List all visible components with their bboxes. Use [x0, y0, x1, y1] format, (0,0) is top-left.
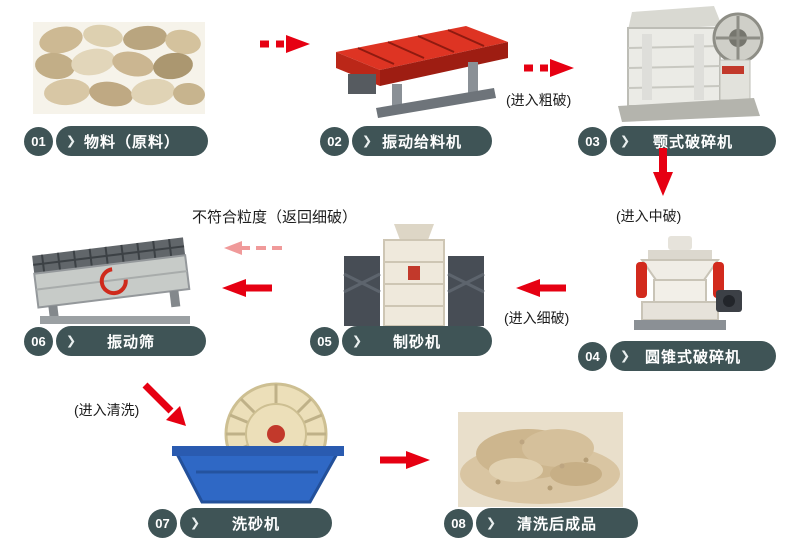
step-label: ❯ 圆锥式破碎机 — [610, 341, 776, 371]
step-label-text: 物料（原料） — [83, 133, 180, 151]
chevron-icon: ❯ — [66, 333, 78, 348]
chevron-icon: ❯ — [620, 348, 632, 363]
step-label: ❯ 振动筛 — [56, 326, 206, 356]
chevron-icon: ❯ — [486, 515, 498, 530]
station-vibrating-feeder: 02 ❯ 振动给料机 — [318, 18, 518, 158]
vibrating-screen-image — [22, 228, 208, 330]
washed-finished-product-image — [458, 412, 623, 507]
step-label: ❯ 洗砂机 — [180, 508, 332, 538]
sand-washer-image — [168, 378, 358, 510]
step-tag-raw-material: 01 ❯ 物料（原料） — [24, 126, 208, 156]
chevron-icon: ❯ — [190, 515, 202, 530]
annotation-return-not-qualified: 不符合粒度（返回细破） — [192, 209, 358, 226]
step-label: ❯ 振动给料机 — [352, 126, 492, 156]
station-cone-crusher: 04 ❯ 圆锥式破碎机 — [578, 232, 776, 374]
step-label-text: 颚式破碎机 — [652, 133, 733, 151]
annotation-enter-fine-crushing: (进入细破) — [504, 310, 570, 326]
step-tag-finished-product: 08 ❯ 清洗后成品 — [444, 508, 638, 538]
arrow-sandmaker-to-screen-icon — [220, 278, 274, 298]
step-label: ❯ 清洗后成品 — [476, 508, 638, 538]
arrow-cone-to-sandmaker-icon — [514, 278, 568, 298]
step-label-text: 振动给料机 — [381, 133, 462, 151]
cone-crusher-image — [612, 232, 748, 344]
step-label-text: 洗砂机 — [231, 515, 280, 533]
step-number-badge: 03 — [578, 126, 607, 156]
arrow-washer-to-product-icon — [378, 450, 432, 470]
station-vibrating-screen: 06 ❯ 振动筛 — [22, 228, 210, 358]
step-number-badge: 07 — [148, 508, 177, 538]
step-number-badge: 05 — [310, 326, 339, 356]
step-label-text: 振动筛 — [106, 333, 155, 351]
step-tag-jaw-crusher: 03 ❯ 颚式破碎机 — [578, 126, 776, 156]
jaw-crusher-image — [602, 2, 772, 124]
chevron-icon: ❯ — [66, 133, 78, 148]
step-number-badge: 08 — [444, 508, 473, 538]
step-label-text: 制砂机 — [392, 333, 441, 351]
chevron-icon: ❯ — [362, 133, 374, 148]
arrow-screen-to-washer-icon — [140, 382, 192, 432]
station-raw-material: 01 ❯ 物料（原料） — [24, 22, 210, 156]
sand-making-machine-image — [328, 222, 500, 332]
step-tag-vibrating-screen: 06 ❯ 振动筛 — [24, 326, 206, 356]
step-label: ❯ 制砂机 — [342, 326, 492, 356]
chevron-icon: ❯ — [620, 133, 632, 148]
step-tag-sand-making-machine: 05 ❯ 制砂机 — [310, 326, 492, 356]
arrow-material-to-feeder-icon — [258, 34, 312, 54]
station-finished-product: 08 ❯ 清洗后成品 — [444, 412, 644, 540]
step-number-badge: 02 — [320, 126, 349, 156]
annotation-enter-washing: (进入清洗) — [74, 402, 140, 418]
step-label: ❯ 颚式破碎机 — [610, 126, 776, 156]
step-number-badge: 06 — [24, 326, 53, 356]
step-tag-vibrating-feeder: 02 ❯ 振动给料机 — [320, 126, 492, 156]
arrow-jaw-to-cone-icon — [652, 146, 674, 198]
step-number-badge: 04 — [578, 341, 607, 371]
station-sand-washer: 07 ❯ 洗砂机 — [148, 378, 360, 540]
arrow-feeder-to-jaw-icon — [522, 58, 576, 78]
step-label: ❯ 物料（原料） — [56, 126, 208, 156]
step-tag-cone-crusher: 04 ❯ 圆锥式破碎机 — [578, 341, 776, 371]
raw-material-pebbles-image — [33, 22, 205, 114]
chevron-icon: ❯ — [352, 333, 364, 348]
arrow-return-fine-icon — [222, 240, 284, 256]
step-number-badge: 01 — [24, 126, 53, 156]
step-label-text: 圆锥式破碎机 — [644, 348, 741, 366]
step-label-text: 清洗后成品 — [516, 515, 597, 533]
station-jaw-crusher: 03 ❯ 颚式破碎机 — [578, 2, 776, 158]
annotation-enter-medium-crushing: (进入中破) — [616, 208, 682, 224]
vibrating-feeder-image — [318, 18, 514, 120]
step-tag-sand-washer: 07 ❯ 洗砂机 — [148, 508, 332, 538]
station-sand-making-machine: 05 ❯ 制砂机 — [310, 222, 502, 358]
annotation-enter-coarse-crushing: (进入粗破) — [506, 92, 572, 108]
